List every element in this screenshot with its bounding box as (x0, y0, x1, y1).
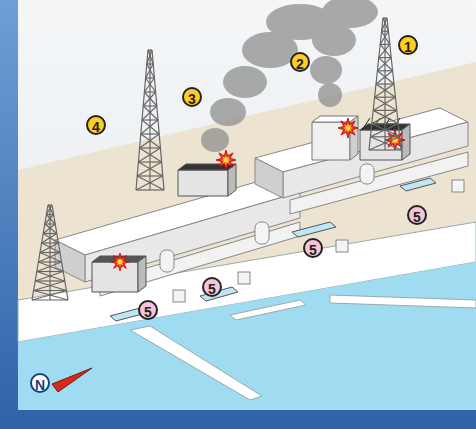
compass (52, 368, 92, 392)
explosion-mark (111, 118, 405, 271)
pier (130, 326, 262, 400)
reactor-building (92, 256, 146, 292)
tank (160, 164, 464, 302)
exhaust-stack (32, 18, 401, 300)
water-pit (110, 178, 436, 321)
callout-number: 2 (290, 52, 310, 72)
pier (330, 295, 476, 308)
smoke (201, 0, 378, 152)
callout-number: 3 (182, 87, 202, 107)
callout-number: 5 (407, 205, 427, 225)
turbine-building (255, 108, 468, 214)
lattice-tower (32, 205, 68, 300)
callout-number: 5 (138, 300, 158, 320)
lattice-tower (136, 50, 164, 190)
callout-number: 5 (202, 277, 222, 297)
reactor-building (312, 116, 358, 160)
sea (18, 262, 476, 410)
callout-number: 1 (398, 35, 418, 55)
lattice-tower (369, 18, 401, 150)
callout-number: 4 (86, 115, 106, 135)
callout-number: 5 (303, 238, 323, 258)
pier (230, 300, 306, 320)
north-label: N (30, 373, 50, 393)
reactor-building (178, 164, 236, 196)
background (18, 0, 476, 410)
